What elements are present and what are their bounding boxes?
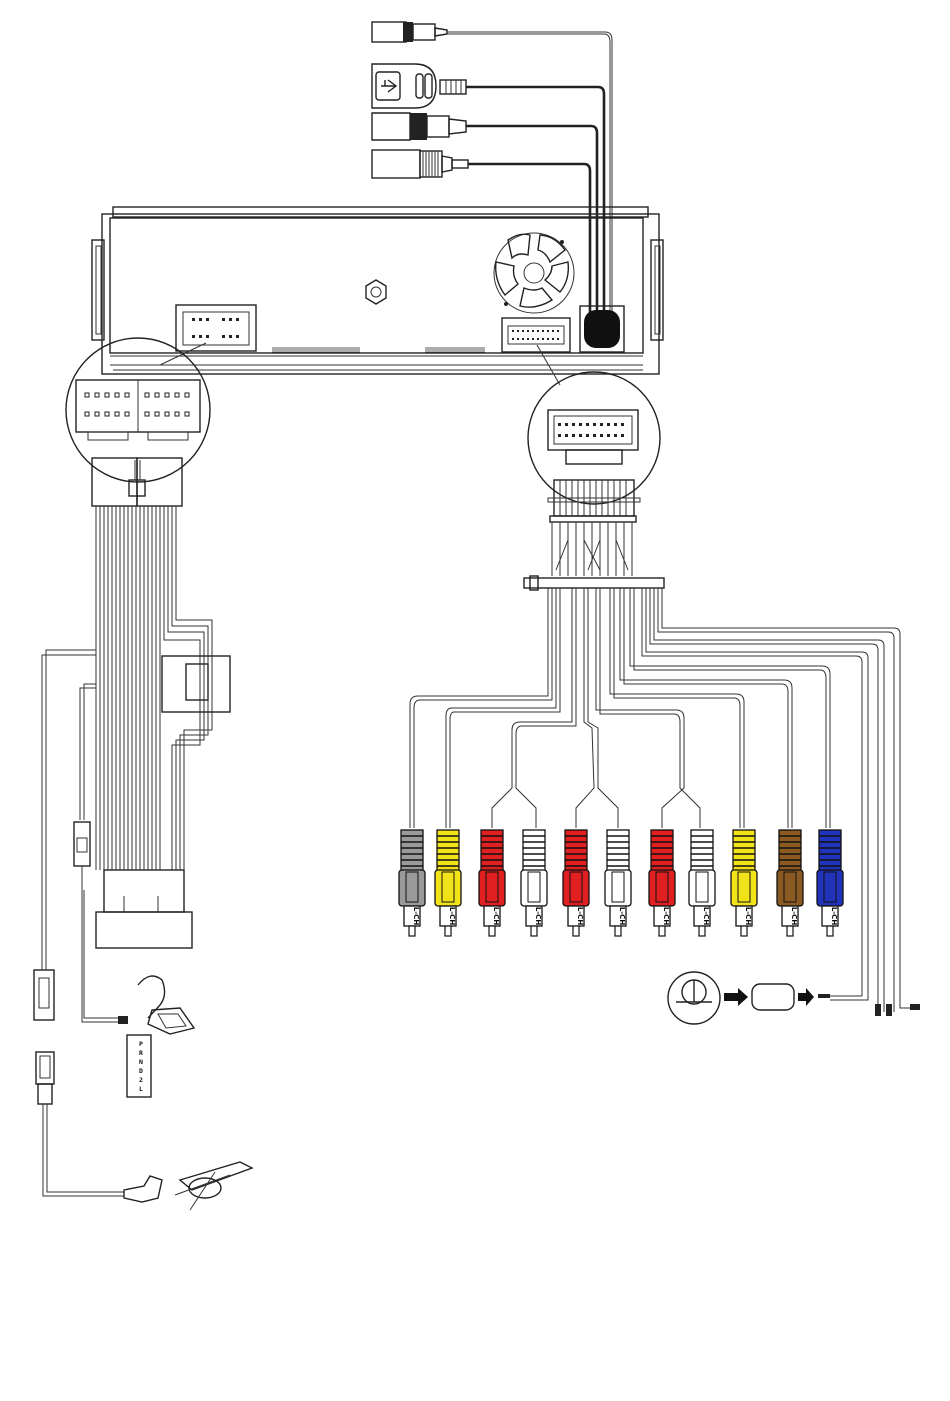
parking-brake-icon — [124, 1162, 252, 1210]
rca-plug — [689, 830, 715, 936]
usb-icon — [381, 80, 396, 92]
rca-plug — [521, 830, 547, 936]
spade-connector-2 — [36, 1052, 124, 1196]
arrow-right-icon — [724, 988, 748, 1006]
power-connector-callout — [66, 338, 210, 506]
rca-plug — [605, 830, 631, 936]
gear-L: L — [139, 1085, 143, 1093]
rca-plug — [817, 830, 843, 936]
rear-camera-icon — [668, 972, 720, 1024]
inline-fuse-holder — [74, 822, 90, 890]
rca-plug — [731, 830, 757, 936]
rca-plug-row: L-CH L-CH L-CH L-CH L-CH L-CH L-CH L-CH L-CH L-CH… — [399, 830, 843, 936]
power-harness-bundle: P R N D 2 L — [34, 506, 252, 1210]
rca-plug — [435, 830, 461, 936]
rca-plug — [649, 830, 675, 936]
rca-harness-wires — [410, 588, 920, 1016]
rca-plug — [777, 830, 803, 936]
rca-channel-label: L-CH — [412, 907, 420, 926]
gear-positions: P R N D 2 L — [139, 1040, 143, 1093]
audio-jack-connector — [372, 113, 597, 330]
mounting-nut — [366, 280, 386, 304]
rca-channel-label: L-CH — [576, 907, 584, 926]
arrow-right-icon — [798, 988, 814, 1006]
rca-plug — [563, 830, 589, 936]
usb-connector — [372, 64, 604, 330]
rca-channel-label: L-CH — [618, 907, 626, 926]
rca-plug — [479, 830, 505, 936]
gear-N: N — [139, 1058, 143, 1066]
gear-P: P — [139, 1040, 143, 1048]
spade-connector-1 — [34, 970, 54, 1020]
rca-plug — [399, 830, 425, 936]
rca-channel-label: L-CH — [492, 907, 500, 926]
cooling-fan — [494, 233, 574, 313]
gear-R: R — [139, 1049, 143, 1057]
gear-2: 2 — [139, 1076, 143, 1084]
rca-channel-label: L-CH — [662, 907, 670, 926]
av-connector-callout — [524, 345, 664, 590]
gear-shifter-icon — [138, 976, 194, 1034]
video-converter-box — [752, 984, 794, 1010]
rca-channel-label: L-CH — [448, 907, 456, 926]
rca-channel-label: L-CH — [830, 907, 838, 926]
gear-D: D — [139, 1067, 143, 1075]
head-unit-chassis — [92, 207, 663, 374]
aux-jack-connector — [372, 22, 612, 330]
rca-channel-label: L-CH — [744, 907, 752, 926]
rca-channel-label: L-CH — [790, 907, 798, 926]
rca-channel-label: L-CH — [534, 907, 542, 926]
rca-channel-label: L-CH — [702, 907, 710, 926]
